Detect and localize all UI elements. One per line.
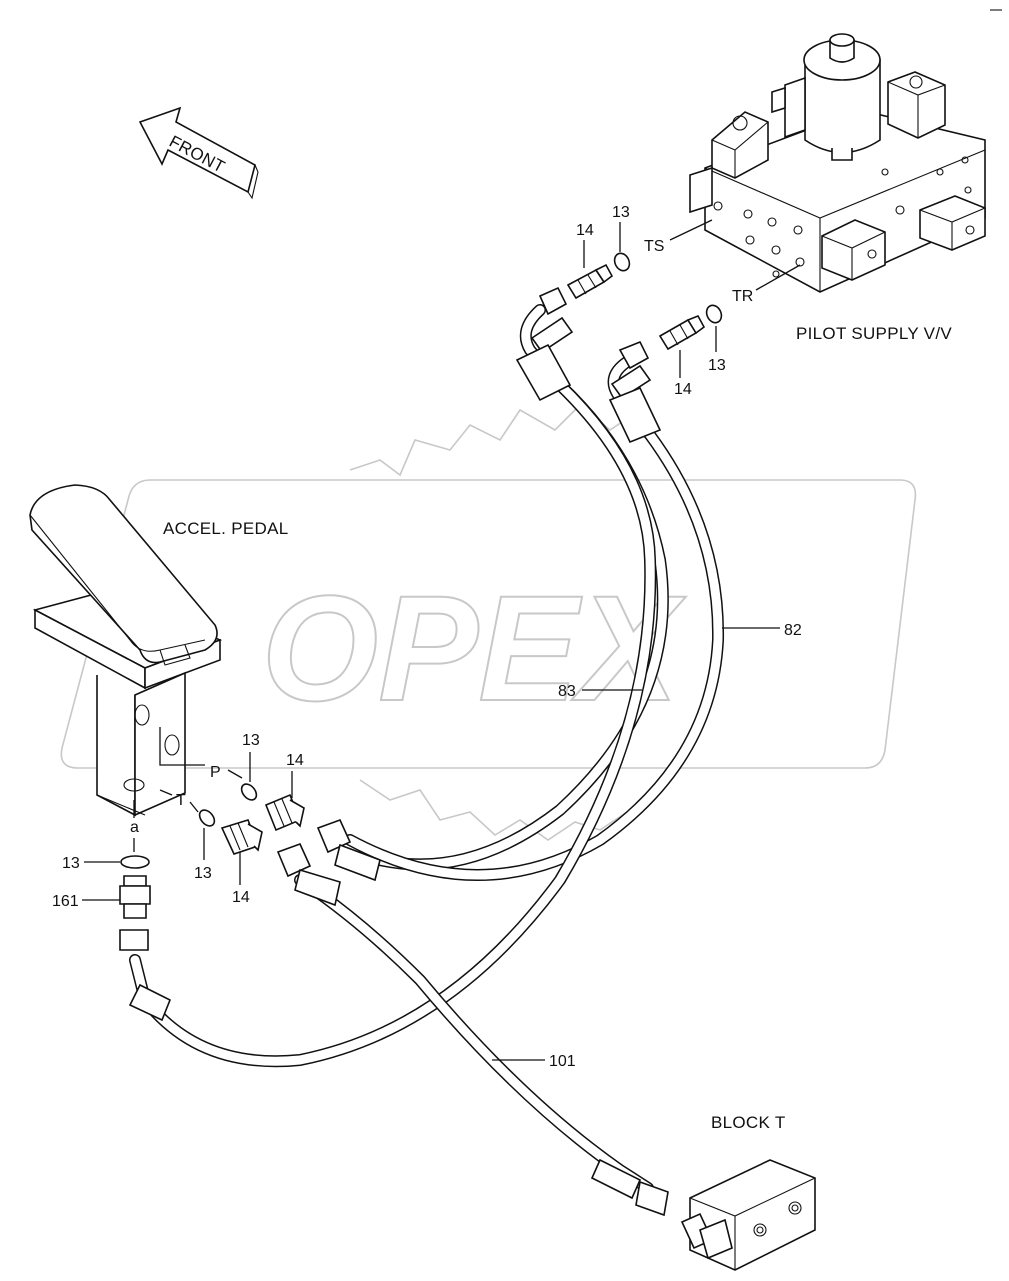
oring-ts-number: 13	[612, 204, 630, 221]
front-arrow: FRONT	[138, 106, 259, 200]
oring-p-number: 13	[242, 732, 260, 749]
hose-to-block-t	[294, 874, 654, 1194]
port-p-label: P	[210, 764, 221, 781]
a-fittings: 13 161	[52, 855, 151, 919]
oring-a	[120, 855, 150, 869]
oring-a-number: 13	[62, 855, 80, 872]
fitting-a-number: 161	[52, 893, 79, 910]
pilot-valve-ports: TS TR	[644, 219, 801, 305]
hose-ends	[119, 286, 669, 1217]
oring-tr-number: 13	[708, 357, 726, 374]
pedal-ports: P T a	[130, 727, 243, 852]
hose-82-number: 82	[784, 622, 802, 639]
p-fittings: 13 14	[240, 732, 305, 832]
hose-83-number: 83	[558, 683, 576, 700]
fitting-tr-number: 14	[674, 381, 692, 398]
accel-pedal: ACCEL. PEDAL	[29, 484, 288, 817]
block-t: BLOCK T	[680, 1113, 816, 1271]
pilot-supply-valve: PILOT SUPPLY V/V	[689, 33, 986, 343]
fitting-t-number: 14	[232, 889, 250, 906]
oring-tr	[705, 304, 723, 324]
pilot-supply-valve-label: PILOT SUPPLY V/V	[796, 324, 952, 343]
hose-callouts: 82 83 101	[492, 622, 802, 1070]
tr-fittings: 13 14	[658, 304, 726, 398]
watermark-text: OPEX	[262, 564, 687, 732]
fitting-ts-number: 14	[576, 222, 594, 239]
fitting-p-number: 14	[286, 752, 304, 769]
oring-ts	[613, 252, 631, 272]
t-fittings: 13 14	[194, 809, 263, 906]
ts-fittings: 14 13	[566, 204, 631, 300]
port-tr-label: TR	[732, 288, 753, 305]
hose-101	[129, 379, 657, 1068]
block-t-label: BLOCK T	[711, 1113, 786, 1132]
watermark: OPEX	[60, 403, 917, 841]
oring-t-number: 13	[194, 865, 212, 882]
oring-p	[240, 783, 258, 801]
fitting-a	[123, 875, 147, 887]
accel-pedal-label: ACCEL. PEDAL	[163, 519, 288, 538]
port-a-label: a	[130, 819, 139, 836]
port-t-label: T	[176, 792, 186, 809]
port-ts-label: TS	[644, 238, 664, 255]
oring-t	[198, 809, 216, 827]
hose-101-number: 101	[549, 1053, 576, 1070]
